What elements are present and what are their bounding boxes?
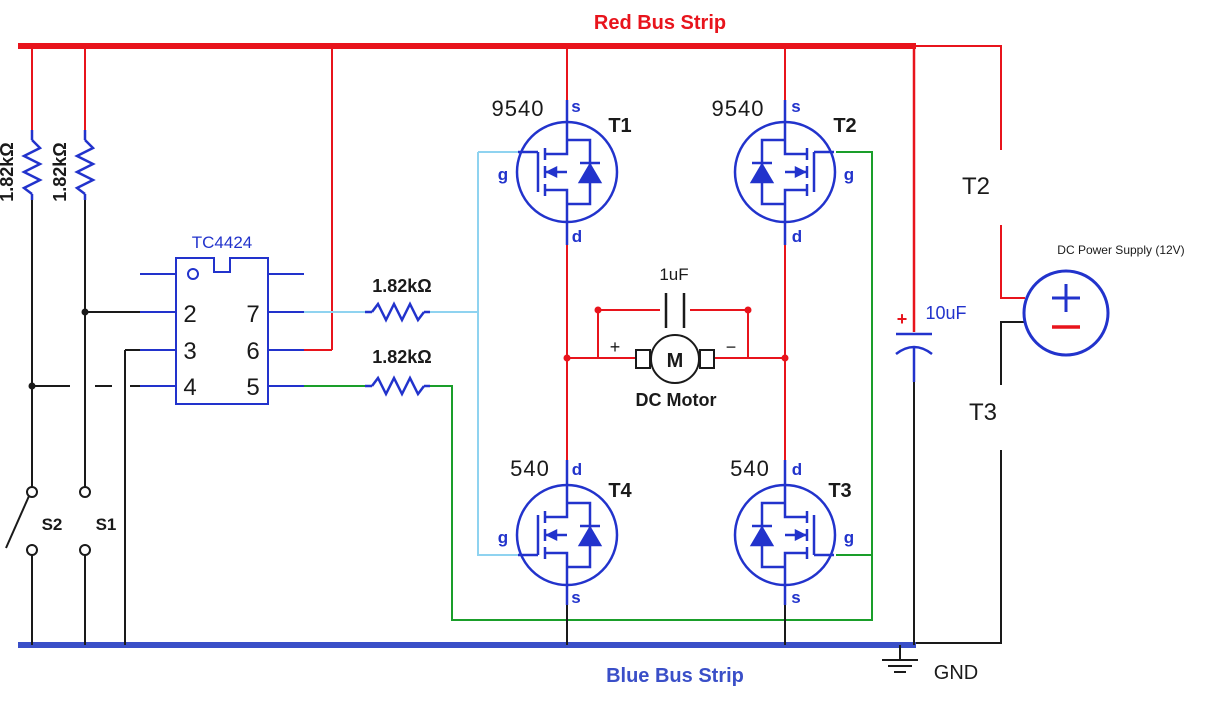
t3-d: d bbox=[792, 460, 802, 479]
t2-part: 9540 bbox=[712, 96, 765, 121]
ground-symbol bbox=[882, 645, 918, 673]
switch-s1-label: S1 bbox=[96, 515, 117, 534]
mosfet-t2 bbox=[733, 100, 837, 245]
red-bus-label: Red Bus Strip bbox=[594, 12, 726, 34]
motor-symbol: M bbox=[667, 350, 684, 372]
t2-g: g bbox=[844, 165, 854, 184]
t4-g: g bbox=[498, 528, 508, 547]
blue-bus-label: Blue Bus Strip bbox=[606, 665, 744, 687]
t2-id: T2 bbox=[833, 115, 856, 137]
cap-node-dots bbox=[563, 306, 789, 362]
pin-3: 3 bbox=[183, 338, 196, 365]
t3-part: 540 bbox=[730, 456, 770, 481]
t1-d: d bbox=[572, 227, 582, 246]
pin-2: 2 bbox=[183, 301, 196, 328]
t1-id: T1 bbox=[608, 115, 631, 137]
t2-d: d bbox=[792, 227, 802, 246]
tc4424-chip bbox=[140, 257, 304, 405]
motor-plus: + bbox=[610, 337, 621, 357]
t4-s: s bbox=[571, 588, 580, 607]
gate-resistor-lower-label: 1.82kΩ bbox=[372, 347, 431, 367]
pin-7: 7 bbox=[246, 301, 259, 328]
t1-s: s bbox=[571, 97, 580, 116]
left-resistor-2-label: 1.82kΩ bbox=[50, 142, 70, 201]
supply-t3-label: T3 bbox=[969, 399, 997, 426]
junction-dot bbox=[28, 382, 36, 390]
bulk-capacitor bbox=[895, 46, 933, 645]
junction-dot bbox=[81, 308, 89, 316]
motor-capacitor bbox=[664, 293, 686, 328]
dc-motor bbox=[635, 334, 715, 384]
t2-s: s bbox=[791, 97, 800, 116]
supply-t2-label: T2 bbox=[962, 173, 990, 200]
gate-wire-upper bbox=[304, 151, 518, 556]
mosfet-t1 bbox=[515, 100, 619, 245]
gate-resistor-upper-label: 1.82kΩ bbox=[372, 276, 431, 296]
supply-wires bbox=[916, 45, 1025, 644]
gate-resistor-lower bbox=[365, 375, 430, 397]
switch-s2 bbox=[5, 486, 38, 556]
left-resistor-2 bbox=[74, 130, 96, 200]
switch-s2-label: S2 bbox=[42, 515, 63, 534]
gnd-label: GND bbox=[934, 662, 978, 684]
t3-id: T3 bbox=[828, 480, 851, 502]
t4-id: T4 bbox=[608, 480, 632, 502]
motor-cap-label: 1uF bbox=[659, 265, 688, 284]
t3-g: g bbox=[844, 528, 854, 547]
t1-g: g bbox=[498, 165, 508, 184]
switch-s1 bbox=[79, 486, 91, 556]
mosfet-t3 bbox=[733, 460, 837, 605]
t4-part: 540 bbox=[510, 456, 550, 481]
motor-label: DC Motor bbox=[636, 390, 717, 410]
t1-part: 9540 bbox=[492, 96, 545, 121]
bridge-black-wires bbox=[566, 605, 786, 645]
bulk-cap-plus: + bbox=[897, 309, 908, 329]
bulk-cap-label: 10uF bbox=[925, 303, 966, 323]
gate-wire-lower bbox=[304, 151, 873, 621]
t3-s: s bbox=[791, 588, 800, 607]
left-resistor-1-label: 1.82kΩ bbox=[0, 142, 17, 201]
pin-4: 4 bbox=[183, 374, 196, 401]
motor-minus: − bbox=[726, 337, 737, 357]
dc-power-supply bbox=[1022, 269, 1110, 357]
supply-label: DC Power Supply (12V) bbox=[1057, 243, 1184, 257]
gate-resistor-upper bbox=[365, 301, 430, 323]
mosfet-t4 bbox=[515, 460, 619, 605]
t4-d: d bbox=[572, 460, 582, 479]
pin-5: 5 bbox=[246, 374, 259, 401]
left-resistor-1 bbox=[21, 130, 43, 200]
pin-6: 6 bbox=[246, 338, 259, 365]
left-rails bbox=[31, 46, 333, 645]
tc4424-label: TC4424 bbox=[192, 233, 252, 252]
